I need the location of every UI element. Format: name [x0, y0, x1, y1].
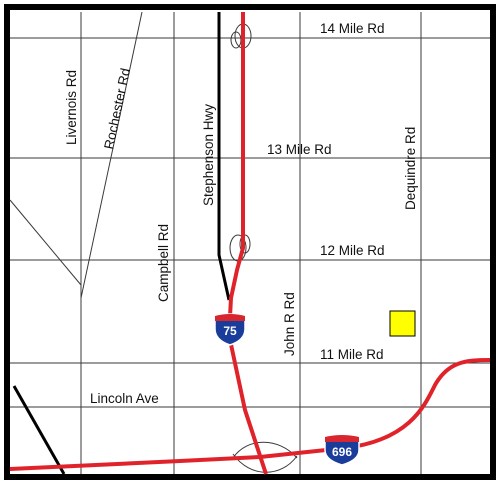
- label-14-mile: 14 Mile Rd: [320, 21, 385, 36]
- i696-shield-icon: 696: [324, 434, 360, 466]
- label-dequindre: Dequindre Rd: [403, 127, 418, 210]
- label-stephenson: Stephenson Hwy: [201, 104, 216, 206]
- label-12-mile: 12 Mile Rd: [320, 243, 385, 258]
- location-marker-icon: [389, 310, 416, 337]
- label-11-mile: 11 Mile Rd: [320, 347, 384, 362]
- label-johnr: John R Rd: [282, 292, 297, 356]
- label-livernois: Livernois Rd: [64, 70, 79, 145]
- i75-shield-icon: 75: [214, 313, 246, 346]
- label-lincoln: Lincoln Ave: [90, 391, 159, 406]
- road-diagonal-sw: [12, 385, 66, 475]
- road-stephenson: [217, 12, 231, 301]
- freeway-i75: [227, 12, 268, 475]
- i75-shield-number: 75: [223, 324, 237, 338]
- street-grid: [9, 11, 490, 474]
- road-diagonal-nw: [9, 199, 82, 286]
- road-rochester: [80, 11, 143, 299]
- label-campbell: Campbell Rd: [156, 224, 171, 302]
- i696-shield-number: 696: [332, 445, 352, 459]
- label-13-mile: 13 Mile Rd: [267, 142, 332, 157]
